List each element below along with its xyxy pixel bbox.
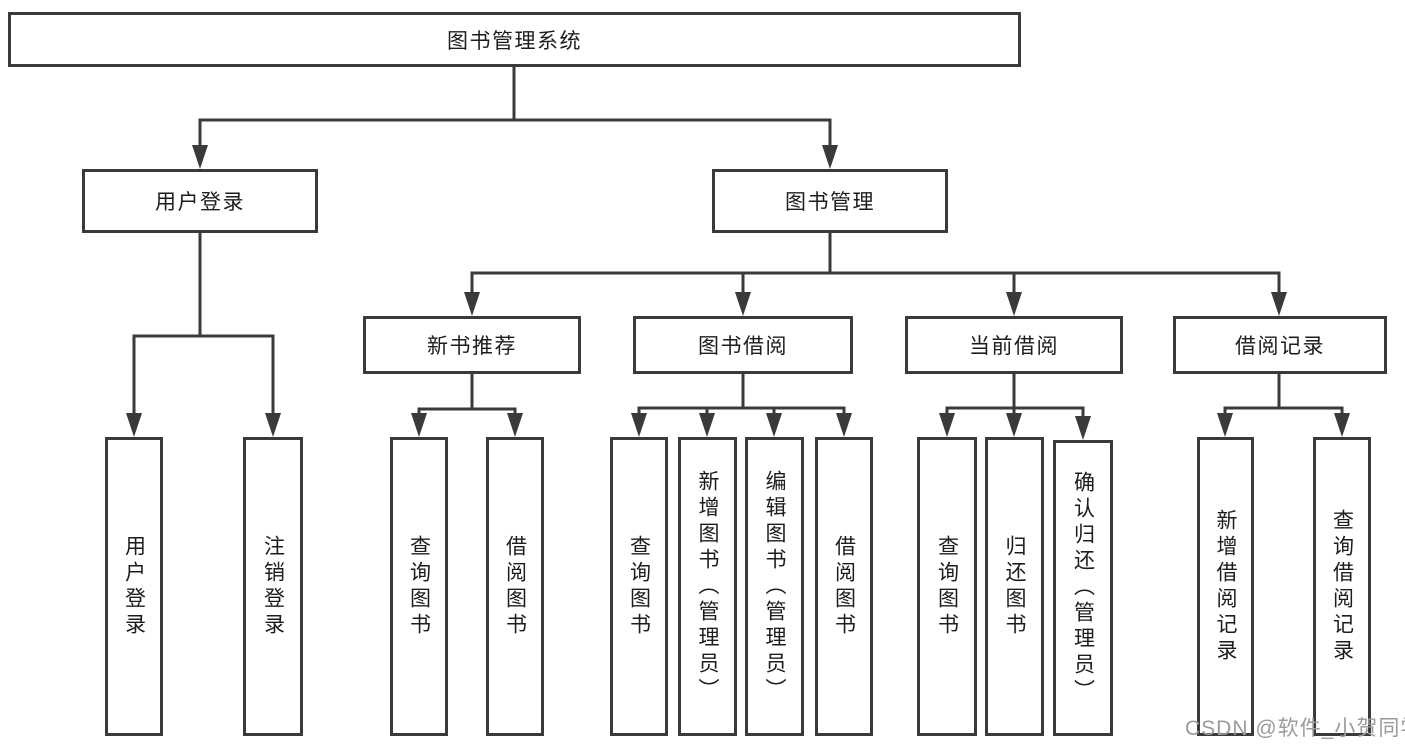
node-leaf-borrow-books-1: 借阅图书 xyxy=(486,437,544,736)
node-leaf-confirm-return-admin: 确认归还（管理员） xyxy=(1053,440,1113,736)
node-new-book-recommend: 新书推荐 xyxy=(363,316,581,374)
node-leaf-add-books-admin: 新增图书（管理员） xyxy=(678,437,737,736)
node-leaf-query-books-2: 查询图书 xyxy=(610,437,668,736)
node-leaf-edit-books-admin: 编辑图书（管理员） xyxy=(745,437,804,736)
node-leaf-return-books: 归还图书 xyxy=(985,437,1044,736)
node-leaf-borrow-books-2: 借阅图书 xyxy=(815,437,873,736)
node-leaf-add-borrow-record: 新增借阅记录 xyxy=(1197,437,1254,736)
node-book-borrow: 图书借阅 xyxy=(633,316,853,374)
node-leaf-query-books-3: 查询图书 xyxy=(917,437,977,736)
node-borrow-records: 借阅记录 xyxy=(1173,316,1387,374)
csdn-watermark: CSDN @软件_小贺同学 xyxy=(1185,717,1405,740)
node-leaf-query-books-1: 查询图书 xyxy=(390,437,448,736)
node-book-management: 图书管理 xyxy=(712,169,948,233)
node-leaf-user-login: 用户登录 xyxy=(105,437,163,736)
node-user-login: 用户登录 xyxy=(82,169,318,233)
node-leaf-query-borrow-record: 查询借阅记录 xyxy=(1313,437,1371,736)
node-root-library-system: 图书管理系统 xyxy=(8,12,1021,67)
node-current-borrow: 当前借阅 xyxy=(905,316,1123,374)
node-leaf-logout: 注销登录 xyxy=(243,437,303,736)
